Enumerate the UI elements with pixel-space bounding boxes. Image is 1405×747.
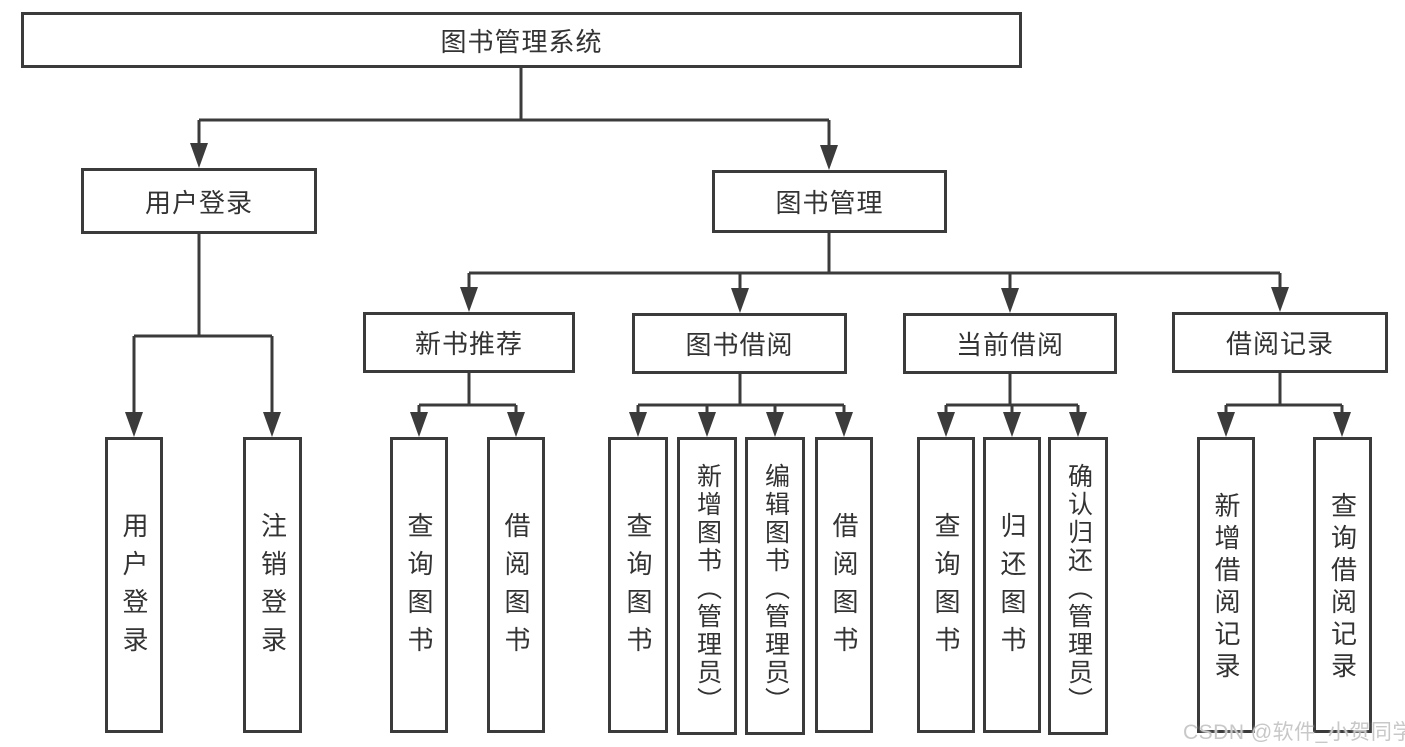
arrowhead — [190, 143, 208, 168]
arrowhead — [1271, 287, 1289, 312]
node-current-borrow: 当前借阅 — [903, 313, 1117, 374]
arrowhead — [937, 412, 955, 437]
connector-management — [467, 233, 1282, 291]
leaf-logout: 注销登录 — [243, 437, 302, 733]
connector-records — [1224, 373, 1344, 415]
leaf-records-add-record: 新增借阅记录 — [1197, 437, 1255, 733]
arrowhead — [125, 412, 143, 437]
arrowhead — [1217, 412, 1235, 437]
connector-borrow — [636, 374, 846, 415]
arrowhead — [1333, 412, 1351, 437]
node-user-login: 用户登录 — [81, 168, 317, 234]
node-book-borrow: 图书借阅 — [632, 313, 847, 374]
leaf-borrow-query-books: 查询图书 — [608, 437, 668, 733]
leaf-borrow-borrow-books: 借阅图书 — [815, 437, 873, 733]
arrowhead — [698, 412, 716, 437]
connector-current — [944, 374, 1080, 415]
node-new-book-recommend: 新书推荐 — [363, 312, 575, 373]
node-root: 图书管理系统 — [21, 12, 1022, 68]
arrowhead — [766, 412, 784, 437]
csdn-watermark: CSDN @软件_小贺同学 — [1183, 721, 1405, 744]
leaf-borrow-add-books-admin: 新增图书（管理员） — [677, 437, 737, 735]
connector-login — [132, 234, 274, 415]
leaf-current-confirm-return-admin: 确认归还（管理员） — [1048, 437, 1108, 735]
arrowhead — [263, 412, 281, 437]
leaf-current-return-books: 归还图书 — [983, 437, 1041, 733]
arrowhead — [1001, 288, 1019, 313]
leaf-current-query-books: 查询图书 — [917, 437, 975, 733]
arrowhead — [835, 412, 853, 437]
leaf-records-query-record: 查询借阅记录 — [1313, 437, 1372, 733]
leaf-recommend-borrow-books: 借阅图书 — [487, 437, 545, 733]
arrowhead — [507, 412, 525, 437]
connector-root — [197, 68, 831, 148]
leaf-borrow-edit-books-admin: 编辑图书（管理员） — [745, 437, 805, 735]
node-book-management: 图书管理 — [712, 170, 947, 233]
node-borrow-records: 借阅记录 — [1172, 312, 1388, 373]
connector-recommend — [417, 373, 518, 415]
arrowhead — [820, 145, 838, 170]
leaf-recommend-query-books: 查询图书 — [390, 437, 448, 733]
arrowhead — [629, 412, 647, 437]
arrowhead — [1003, 412, 1021, 437]
arrowhead — [460, 287, 478, 312]
leaf-user-login: 用户登录 — [105, 437, 163, 733]
arrowhead — [1069, 412, 1087, 437]
arrowhead — [410, 412, 428, 437]
arrowhead — [731, 288, 749, 313]
